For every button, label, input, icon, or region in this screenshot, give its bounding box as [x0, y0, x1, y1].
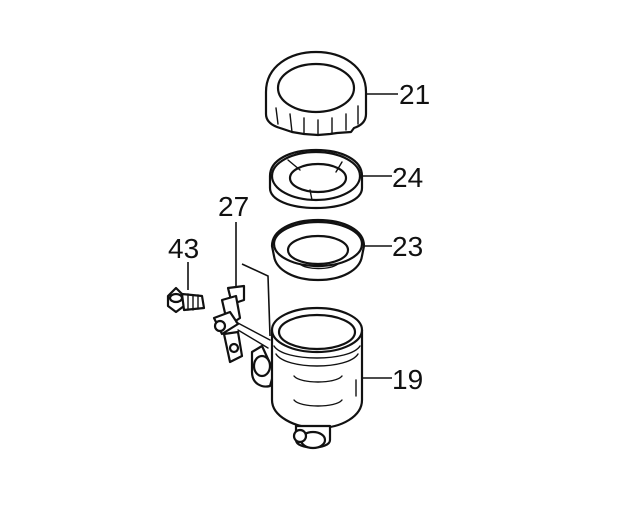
leader-27-b	[241, 263, 271, 337]
callout-label-24: 24	[392, 162, 423, 193]
callout-label-27: 27	[218, 191, 249, 222]
leader-lines	[187, 93, 398, 379]
callout-label-23: 23	[392, 231, 423, 262]
reservoir-cap	[264, 50, 368, 137]
callout-labels: 21 24 23 19 27 43	[168, 79, 430, 395]
callout-label-43: 43	[168, 233, 199, 264]
reservoir-bracket	[212, 284, 271, 364]
callout-label-19: 19	[392, 364, 423, 395]
reservoir-body	[250, 306, 364, 450]
callout-label-21: 21	[399, 79, 430, 110]
diaphragm-plate	[268, 148, 364, 210]
diaphragm	[270, 218, 366, 282]
bolt	[166, 286, 206, 314]
